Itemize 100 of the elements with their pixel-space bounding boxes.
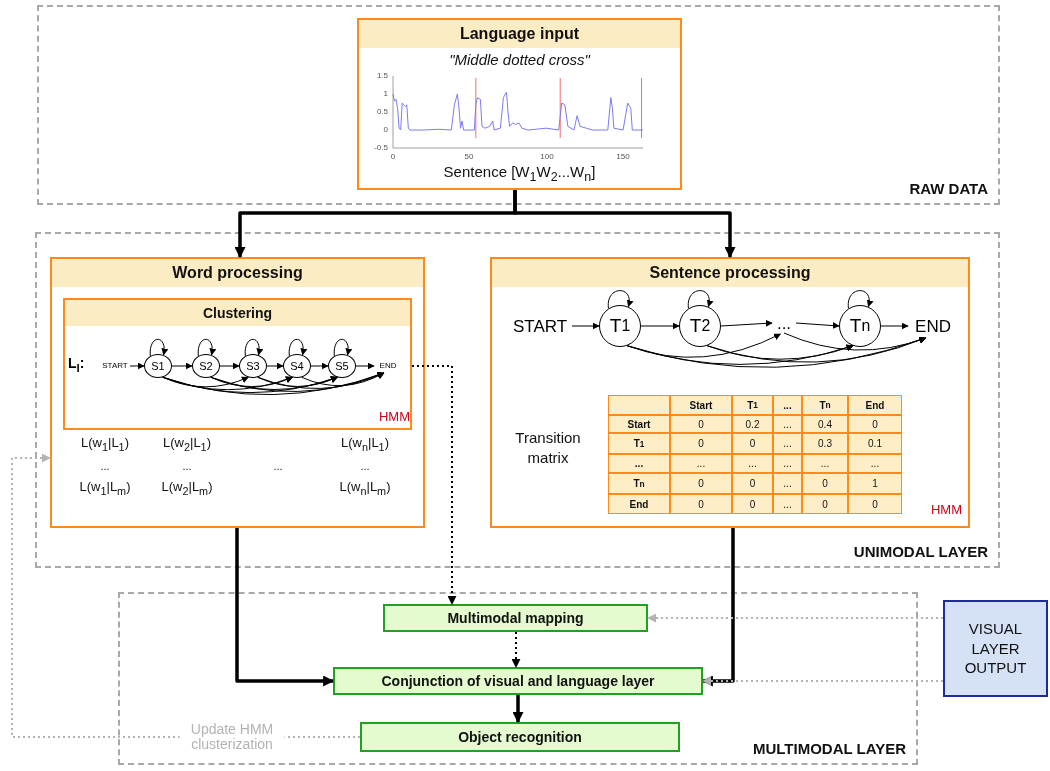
table-cell: ...	[774, 396, 801, 414]
process-box: Conjunction of visual and language layer	[333, 667, 703, 695]
arrow	[197, 338, 216, 357]
table-cell: ...	[774, 455, 801, 472]
state-circle: S2	[192, 354, 220, 378]
axis-tick-label: 150	[615, 152, 631, 162]
arrow	[257, 376, 338, 387]
ellipsis-text: ...	[99, 460, 111, 473]
panel-heading: Clustering	[65, 300, 410, 326]
table-cell: 0	[671, 434, 731, 453]
arrow	[880, 322, 909, 330]
model-tag: HMM	[922, 503, 962, 518]
table-cell: ...	[671, 455, 731, 472]
arrow	[244, 338, 263, 357]
arrow	[701, 528, 735, 687]
arrow	[513, 190, 736, 259]
panel-box	[357, 18, 682, 190]
ellipsis-text: ...	[359, 460, 371, 473]
table-cell: 0	[733, 495, 772, 513]
output-box: VISUAL LAYER OUTPUT	[943, 600, 1048, 697]
arrow	[847, 290, 873, 309]
table-cell: Start	[671, 396, 731, 414]
axis-tick-label: 50	[463, 152, 475, 162]
table-title: Transition matrix	[514, 428, 582, 467]
table-cell: End	[849, 396, 901, 414]
axis-tick-label: 0.5	[375, 107, 388, 117]
state-circle: S4	[283, 354, 311, 378]
table-cell: 0	[803, 495, 847, 513]
table-cell: 0	[671, 416, 731, 432]
layer-region	[37, 5, 1000, 205]
layer-title: RAW DATA	[909, 180, 988, 197]
axis-tick-label: 1	[382, 89, 388, 99]
likelihood-text: L(w$_{n}$|L$_{1}$)	[340, 436, 390, 454]
table-cell: 0.3	[803, 434, 847, 453]
table-cell: Start	[609, 416, 669, 432]
table-cell: 0	[733, 474, 772, 493]
table-cell: 0	[671, 474, 731, 493]
state-label: START	[508, 315, 572, 337]
likelihood-text: L(w$_{1}$|L$_{1}$)	[80, 436, 130, 454]
dotted-arrow	[511, 631, 521, 668]
arrow	[795, 322, 840, 330]
axis-tick-label: 0	[382, 125, 388, 135]
likelihood-text: L(w$_{2}$|L$_{m}$)	[160, 480, 214, 498]
state-circle: S3	[239, 354, 267, 378]
arrow	[640, 322, 680, 330]
layer-region	[118, 592, 918, 765]
table-cell: 0	[849, 416, 901, 432]
arrow	[266, 362, 284, 370]
process-box: Multimodal mapping	[383, 604, 648, 632]
table-cell: 0	[849, 495, 901, 513]
likelihood-text: L(w$_{n}$|L$_{m}$)	[338, 480, 392, 498]
table-cell: ...	[609, 455, 669, 472]
panel-box	[50, 257, 425, 528]
quote-text: "Middle dotted cross"	[449, 51, 590, 68]
table-cell: ...	[733, 455, 772, 472]
arrow	[210, 371, 385, 392]
dotted-arrow	[647, 613, 944, 623]
arrow	[355, 362, 375, 370]
table-cell: 0.2	[733, 416, 772, 432]
table-cell: 0	[671, 495, 731, 513]
arrow	[219, 362, 240, 370]
arrow	[783, 332, 927, 351]
caption-text: Sentence [W$_{1}$W$_{2}$...W$_{n}$]	[443, 163, 596, 184]
table-cell: 0	[733, 434, 772, 453]
table-cell: 1	[849, 474, 901, 493]
table-cell: ...	[774, 495, 801, 513]
arrow	[301, 372, 385, 387]
arrow	[607, 290, 633, 309]
arrow	[235, 528, 335, 687]
table-cell: ...	[774, 474, 801, 493]
table-cell: ...	[774, 416, 801, 432]
axis-tick-label: 1.5	[375, 71, 388, 81]
state-label: START	[100, 360, 130, 372]
table-cell: 0	[803, 474, 847, 493]
ellipsis-text: ...	[272, 460, 284, 473]
row-label: L$_{l}$:	[68, 355, 86, 375]
state-circle: S1	[144, 354, 172, 378]
arrow	[149, 338, 168, 357]
model-tag: HMM	[374, 410, 410, 425]
table-cell: ...	[774, 434, 801, 453]
axis-tick-label: 0	[389, 152, 397, 162]
arrow	[687, 290, 713, 309]
panel-heading: Sentence processing	[492, 259, 968, 287]
layer-title: UNIMODAL LAYER	[853, 543, 988, 560]
arrow	[210, 376, 293, 388]
state-label: ...	[772, 313, 796, 333]
likelihood-text: L(w$_{2}$|L$_{1}$)	[162, 436, 212, 454]
dotted-arrow	[411, 365, 457, 605]
arrow	[129, 362, 145, 370]
arrow	[310, 362, 329, 370]
panel-heading: Word processing	[52, 259, 423, 287]
panel-heading: Language input	[359, 20, 680, 48]
state-circle: S5	[328, 354, 356, 378]
arrow	[571, 322, 600, 330]
arrow	[171, 362, 193, 370]
dotted-arrow	[702, 676, 944, 686]
arrow	[512, 695, 524, 724]
layer-title: MULTIMODAL LAYER	[752, 740, 906, 757]
table-cell: End	[609, 495, 669, 513]
table-cell: 0.4	[803, 416, 847, 432]
